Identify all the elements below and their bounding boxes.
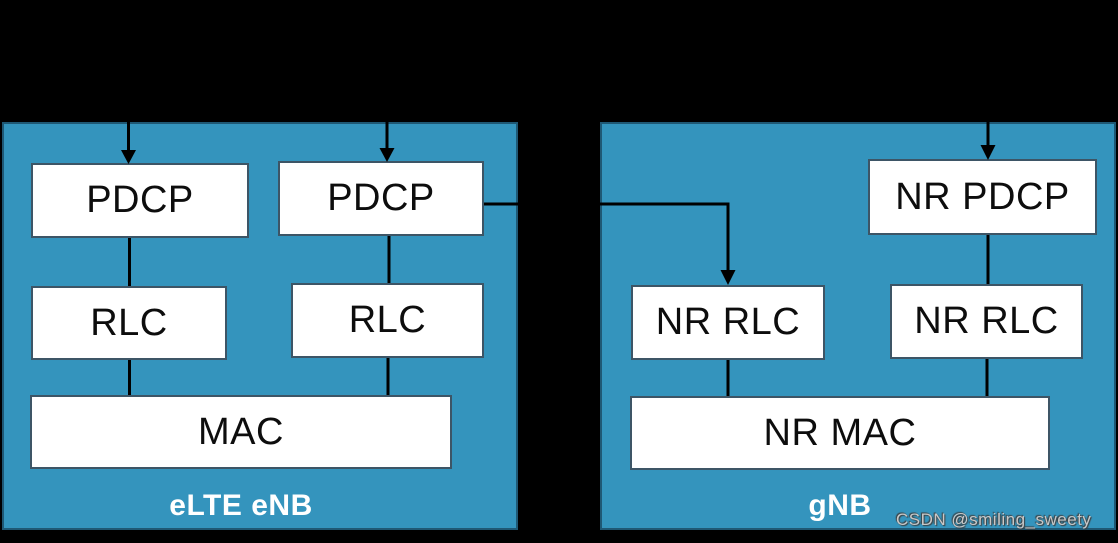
box-rlc-left-1: RLC: [31, 286, 227, 360]
box-nr-rlc-2: NR RLC: [890, 284, 1083, 359]
box-pdcp-left-1: PDCP: [31, 163, 249, 238]
panel-label-elte-enb: eLTE eNB: [169, 489, 313, 522]
watermark: CSDN @smiling_sweety: [896, 510, 1092, 529]
box-rlc-left-2: RLC: [291, 283, 484, 358]
box-pdcp-left-2: PDCP: [278, 161, 484, 236]
panel-label-gnb: gNB: [808, 489, 872, 522]
box-mac: MAC: [30, 395, 452, 469]
box-nr-mac: NR MAC: [630, 396, 1050, 470]
box-nr-rlc-1: NR RLC: [631, 285, 825, 360]
box-nr-pdcp: NR PDCP: [868, 159, 1097, 235]
